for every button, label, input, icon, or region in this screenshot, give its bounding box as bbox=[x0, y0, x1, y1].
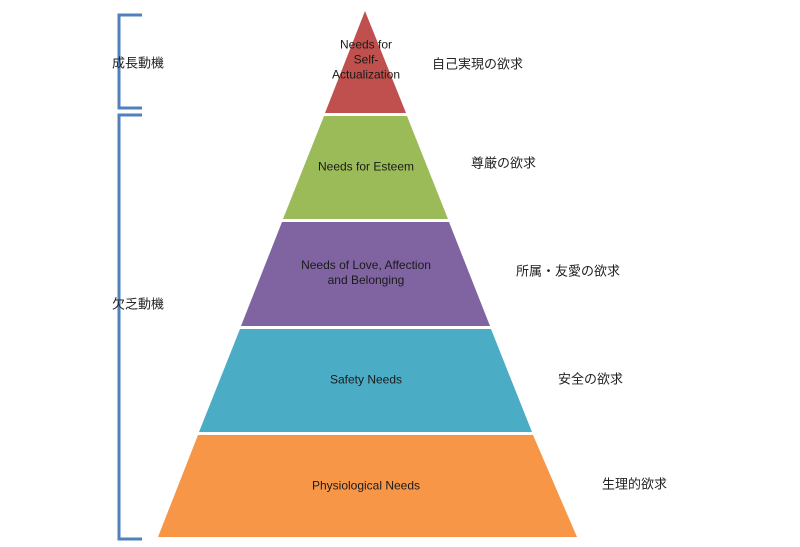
layer-label-physiological: Physiological Needs bbox=[312, 479, 420, 494]
layer-safety bbox=[199, 329, 532, 432]
layer-label-self-actualization: Needs for Self- Actualization bbox=[332, 38, 400, 83]
label-line: Safety Needs bbox=[329, 372, 403, 387]
bracket-label-growth: 成長動機 bbox=[112, 56, 165, 72]
bracket-growth bbox=[117, 13, 142, 110]
label-line: Needs for bbox=[339, 37, 393, 52]
bracket-label-deficiency: 欠乏動機 bbox=[112, 297, 165, 313]
layer-esteem bbox=[283, 116, 448, 219]
layer-label-love-belonging: Needs of Love, Affection and Belonging bbox=[301, 258, 431, 288]
jp-label-safety: 安全の欲求 bbox=[558, 372, 624, 388]
jp-label-self-actualization: 自己実現の欲求 bbox=[432, 57, 524, 73]
bracket-deficiency bbox=[117, 113, 142, 541]
jp-label-love-belonging: 所属・友愛の欲求 bbox=[516, 264, 621, 280]
label-line: Physiological Needs bbox=[311, 478, 421, 493]
jp-label-esteem: 尊厳の欲求 bbox=[471, 156, 537, 172]
layer-physiological bbox=[158, 435, 577, 537]
layer-label-safety: Safety Needs bbox=[330, 373, 402, 388]
layer-self-actualization bbox=[325, 11, 406, 113]
layer-love-belonging bbox=[241, 222, 490, 326]
label-line: and Belonging bbox=[327, 273, 405, 287]
layer-label-esteem: Needs for Esteem bbox=[318, 160, 414, 175]
label-line: Self- bbox=[353, 52, 379, 67]
label-line: Actualization bbox=[331, 67, 401, 82]
label-line: Needs of Love, Affection bbox=[301, 258, 431, 272]
label-line: Needs for Esteem bbox=[317, 159, 415, 174]
jp-label-physiological: 生理的欲求 bbox=[602, 477, 668, 493]
